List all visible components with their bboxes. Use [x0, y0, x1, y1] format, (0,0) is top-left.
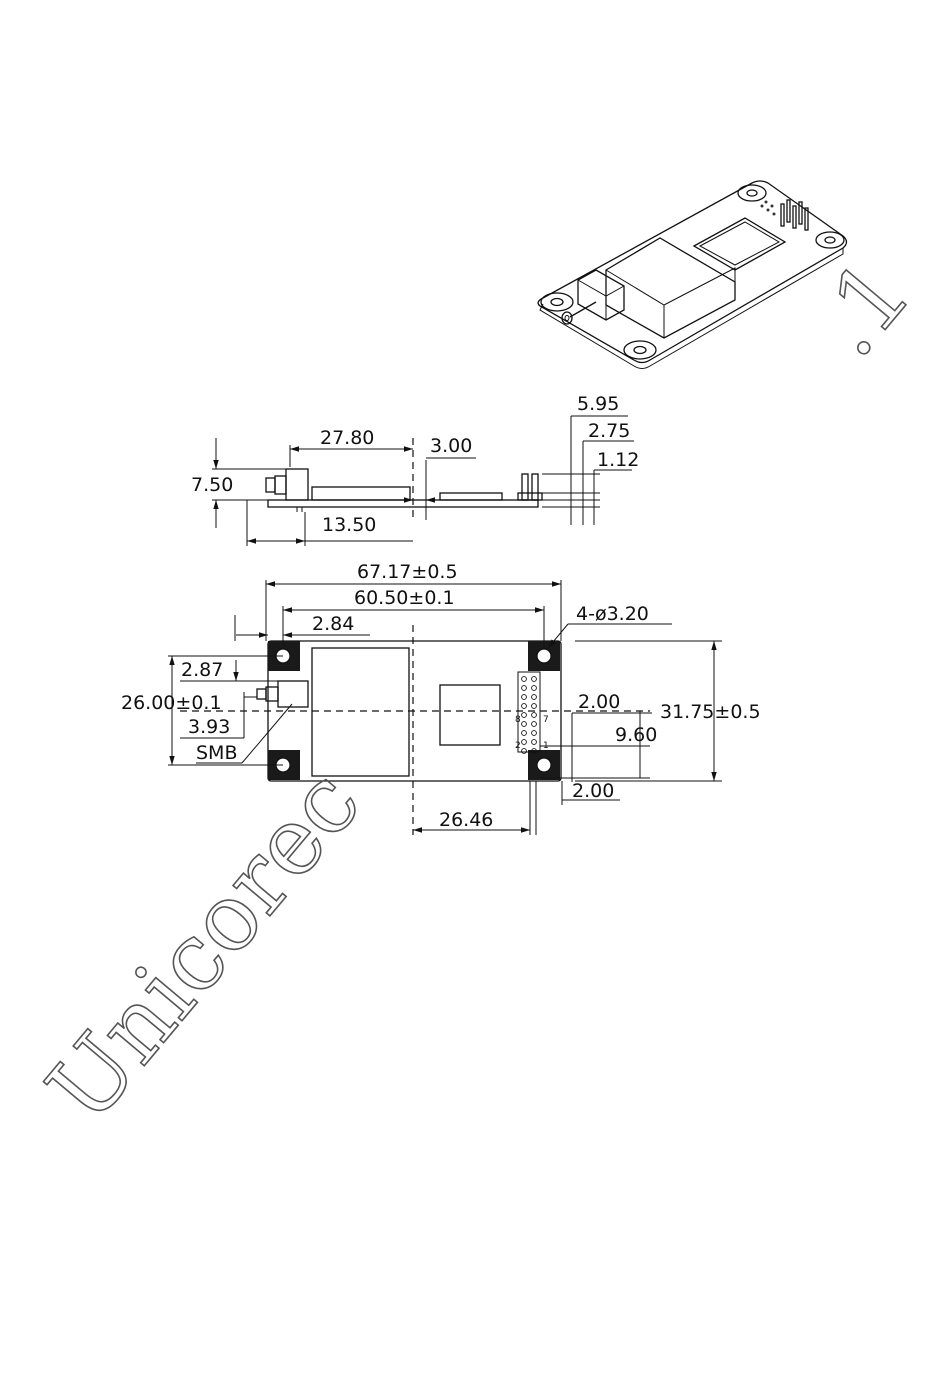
- top-view: 8 7 2 1 67.17±0.5 60.50±0.1 2.84 26.00±0…: [121, 561, 761, 835]
- isometric-view: [538, 181, 846, 369]
- pin-label-2: 2: [515, 741, 521, 751]
- dim-pin-top: 5.95: [577, 393, 619, 415]
- dim-board-width: 31.75±0.5: [660, 701, 761, 723]
- dim-pin-mid: 2.75: [588, 420, 630, 442]
- pin-label-7: 7: [543, 715, 549, 725]
- dim-hole-span: 60.50±0.1: [354, 587, 455, 609]
- watermark-right: .1: [793, 240, 931, 376]
- dim-height: 7.50: [191, 474, 233, 496]
- dim-connector-offset: 13.50: [322, 514, 376, 536]
- dim-pin-field: 9.60: [615, 724, 657, 746]
- dim-total-length: 67.17±0.5: [357, 561, 458, 583]
- side-view: 7.50 27.80 3.00 13.50 5.95 2.75 1.12: [191, 393, 639, 546]
- watermark-left: Unicorec: [27, 749, 381, 1142]
- dim-offset: 3.00: [430, 435, 472, 457]
- pin-label-8: 8: [515, 715, 521, 725]
- dim-pin-spacing-2: 2.00: [572, 780, 614, 802]
- dim-ic-length: 27.80: [320, 427, 374, 449]
- smb-label: SMB: [196, 742, 238, 764]
- dim-hole-edge: 2.84: [312, 613, 354, 635]
- dim-smb-top: 2.87: [181, 659, 223, 681]
- dim-holes: 4-ø3.20: [576, 603, 649, 625]
- dim-smb-bottom: 3.93: [188, 716, 230, 738]
- dim-pin-pitch: 1.12: [597, 449, 639, 471]
- dim-hole-pitch: 26.00±0.1: [121, 692, 222, 714]
- dim-ic-offset: 26.46: [439, 809, 493, 831]
- dim-pin-spacing-1: 2.00: [578, 691, 620, 713]
